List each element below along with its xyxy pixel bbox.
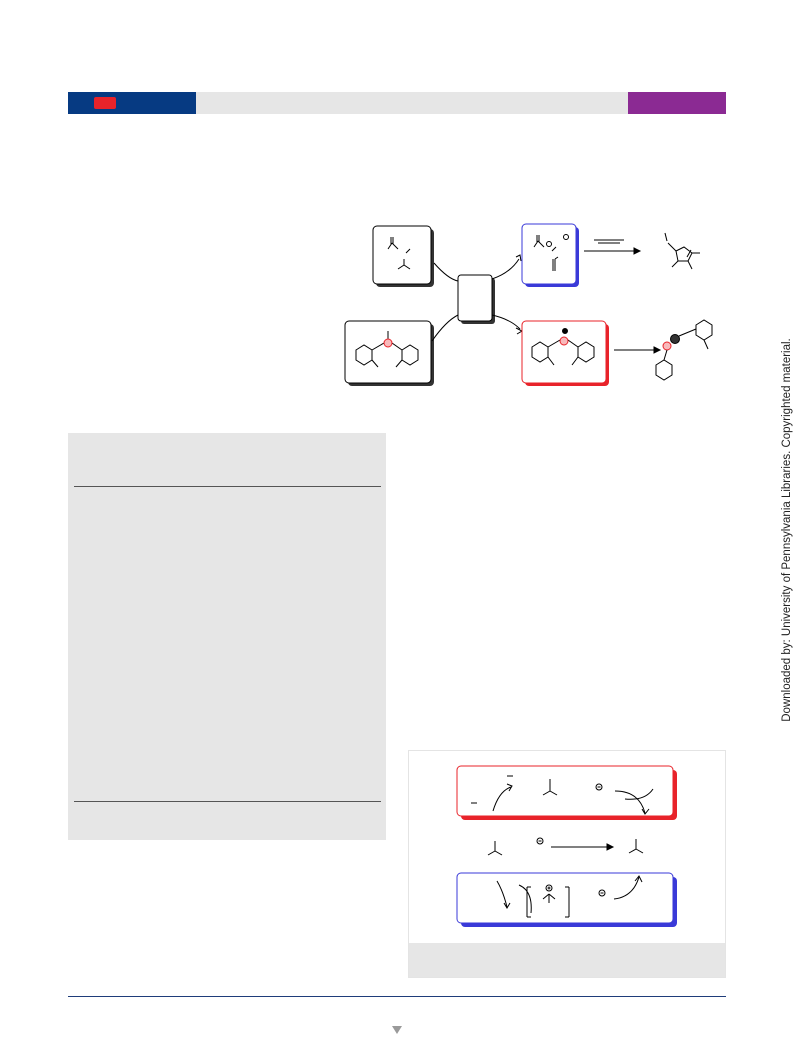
mechanism-figure: [408, 750, 726, 978]
sidebar-bottom-rule: [74, 801, 381, 802]
figure-caption-bar: [409, 943, 725, 977]
journal-logo-badge: [94, 97, 116, 109]
footer-rule: [68, 996, 726, 997]
sidebar-box: [68, 433, 386, 840]
journal-header-bar: [68, 92, 726, 114]
header-journal-block: [68, 92, 196, 114]
mechanism-drawing: [456, 765, 677, 927]
header-section-block: [628, 92, 726, 114]
triangle-down-icon: [392, 1026, 402, 1034]
sidebar-top-rule: [74, 486, 381, 487]
copyright-margin-text: Downloaded by: University of Pennsylvani…: [781, 338, 793, 722]
reaction-scheme-figure: [344, 223, 713, 386]
